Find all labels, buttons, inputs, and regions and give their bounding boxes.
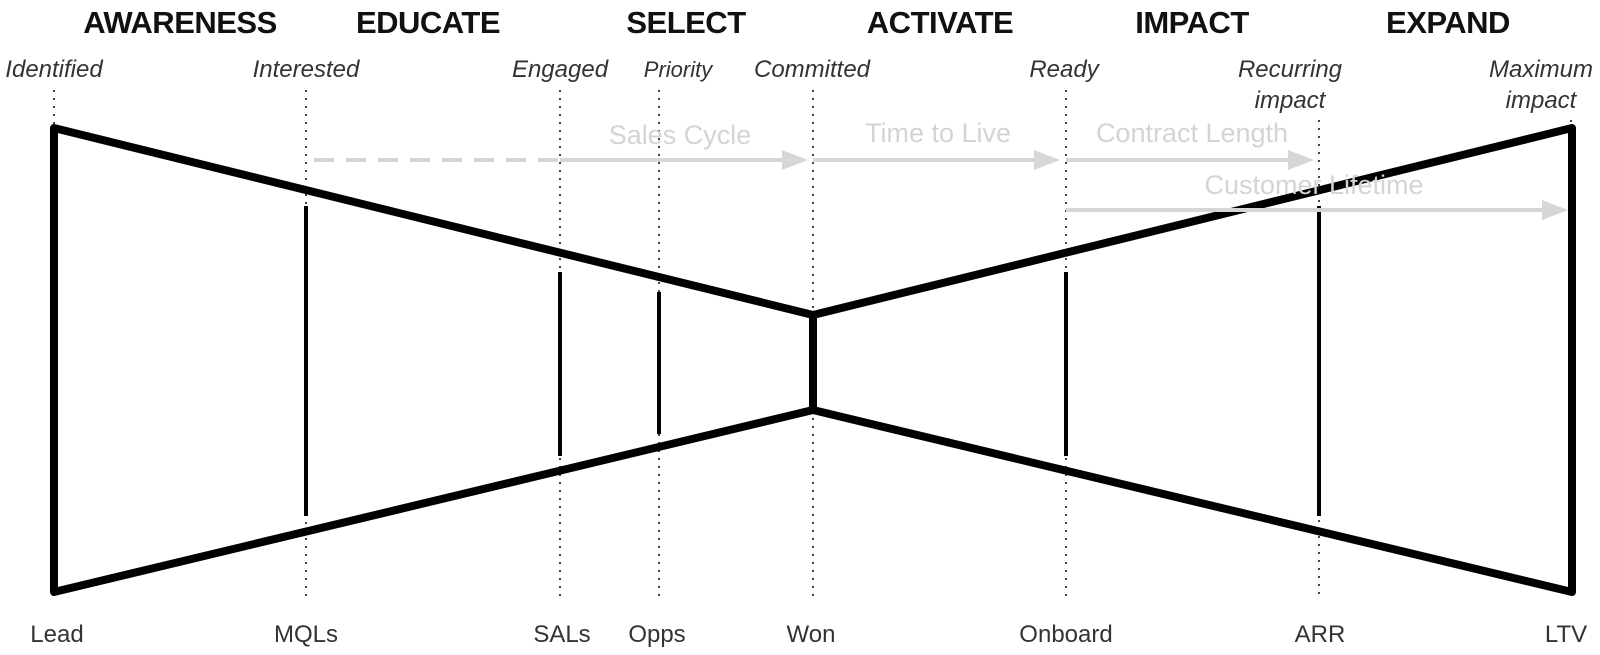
sales-cycle-arrowhead — [782, 150, 808, 170]
stage-awareness: AWARENESS — [83, 5, 277, 40]
milestone-labels: Identified Interested Engaged Priority C… — [5, 56, 1593, 114]
measure-customer-lifetime: Customer Lifetime — [1204, 170, 1423, 200]
customer-lifetime-arrowhead — [1542, 200, 1568, 220]
milestone-recurring-impact-line2: impact — [1255, 87, 1327, 114]
expansion-funnel — [809, 124, 1576, 596]
stage-educate: EDUCATE — [356, 5, 500, 40]
measure-sales-cycle: Sales Cycle — [609, 120, 752, 150]
milestone-ready: Ready — [1029, 56, 1100, 83]
milestone-priority: Priority — [644, 57, 714, 82]
metric-won: Won — [787, 621, 836, 648]
metric-opps: Opps — [628, 621, 685, 648]
stage-select: SELECT — [626, 5, 746, 40]
metric-sals: SALs — [533, 621, 590, 648]
stage-expand: EXPAND — [1386, 5, 1510, 40]
bowtie-shape — [50, 124, 1576, 596]
time-to-live-arrowhead — [1034, 150, 1060, 170]
metric-mqls: MQLs — [274, 621, 338, 648]
metric-arr: ARR — [1295, 621, 1346, 648]
metric-lead: Lead — [30, 621, 83, 648]
milestone-identified: Identified — [5, 56, 103, 83]
metric-onboard: Onboard — [1019, 621, 1112, 648]
milestone-committed: Committed — [754, 56, 871, 83]
acquisition-funnel — [50, 124, 817, 596]
milestone-engaged: Engaged — [512, 56, 609, 83]
milestone-maximum-impact-line1: Maximum — [1489, 56, 1593, 83]
stage-activate: ACTIVATE — [867, 5, 1013, 40]
milestone-interested: Interested — [253, 56, 360, 83]
measure-time-to-live: Time to Live — [865, 118, 1011, 148]
stage-boundaries — [304, 206, 1321, 516]
stage-headings: AWARENESS EDUCATE SELECT ACTIVATE IMPACT… — [83, 5, 1510, 40]
measure-arrows: Sales Cycle Time to Live Contract Length… — [314, 118, 1568, 220]
contract-length-arrowhead — [1288, 150, 1314, 170]
metric-labels: Lead MQLs SALs Opps Won Onboard ARR LTV — [30, 621, 1587, 648]
measure-contract-length: Contract Length — [1096, 118, 1288, 148]
milestone-maximum-impact-line2: impact — [1506, 87, 1578, 114]
metric-ltv: LTV — [1545, 621, 1587, 648]
stage-impact: IMPACT — [1135, 5, 1249, 40]
milestone-recurring-impact-line1: Recurring — [1238, 56, 1343, 83]
